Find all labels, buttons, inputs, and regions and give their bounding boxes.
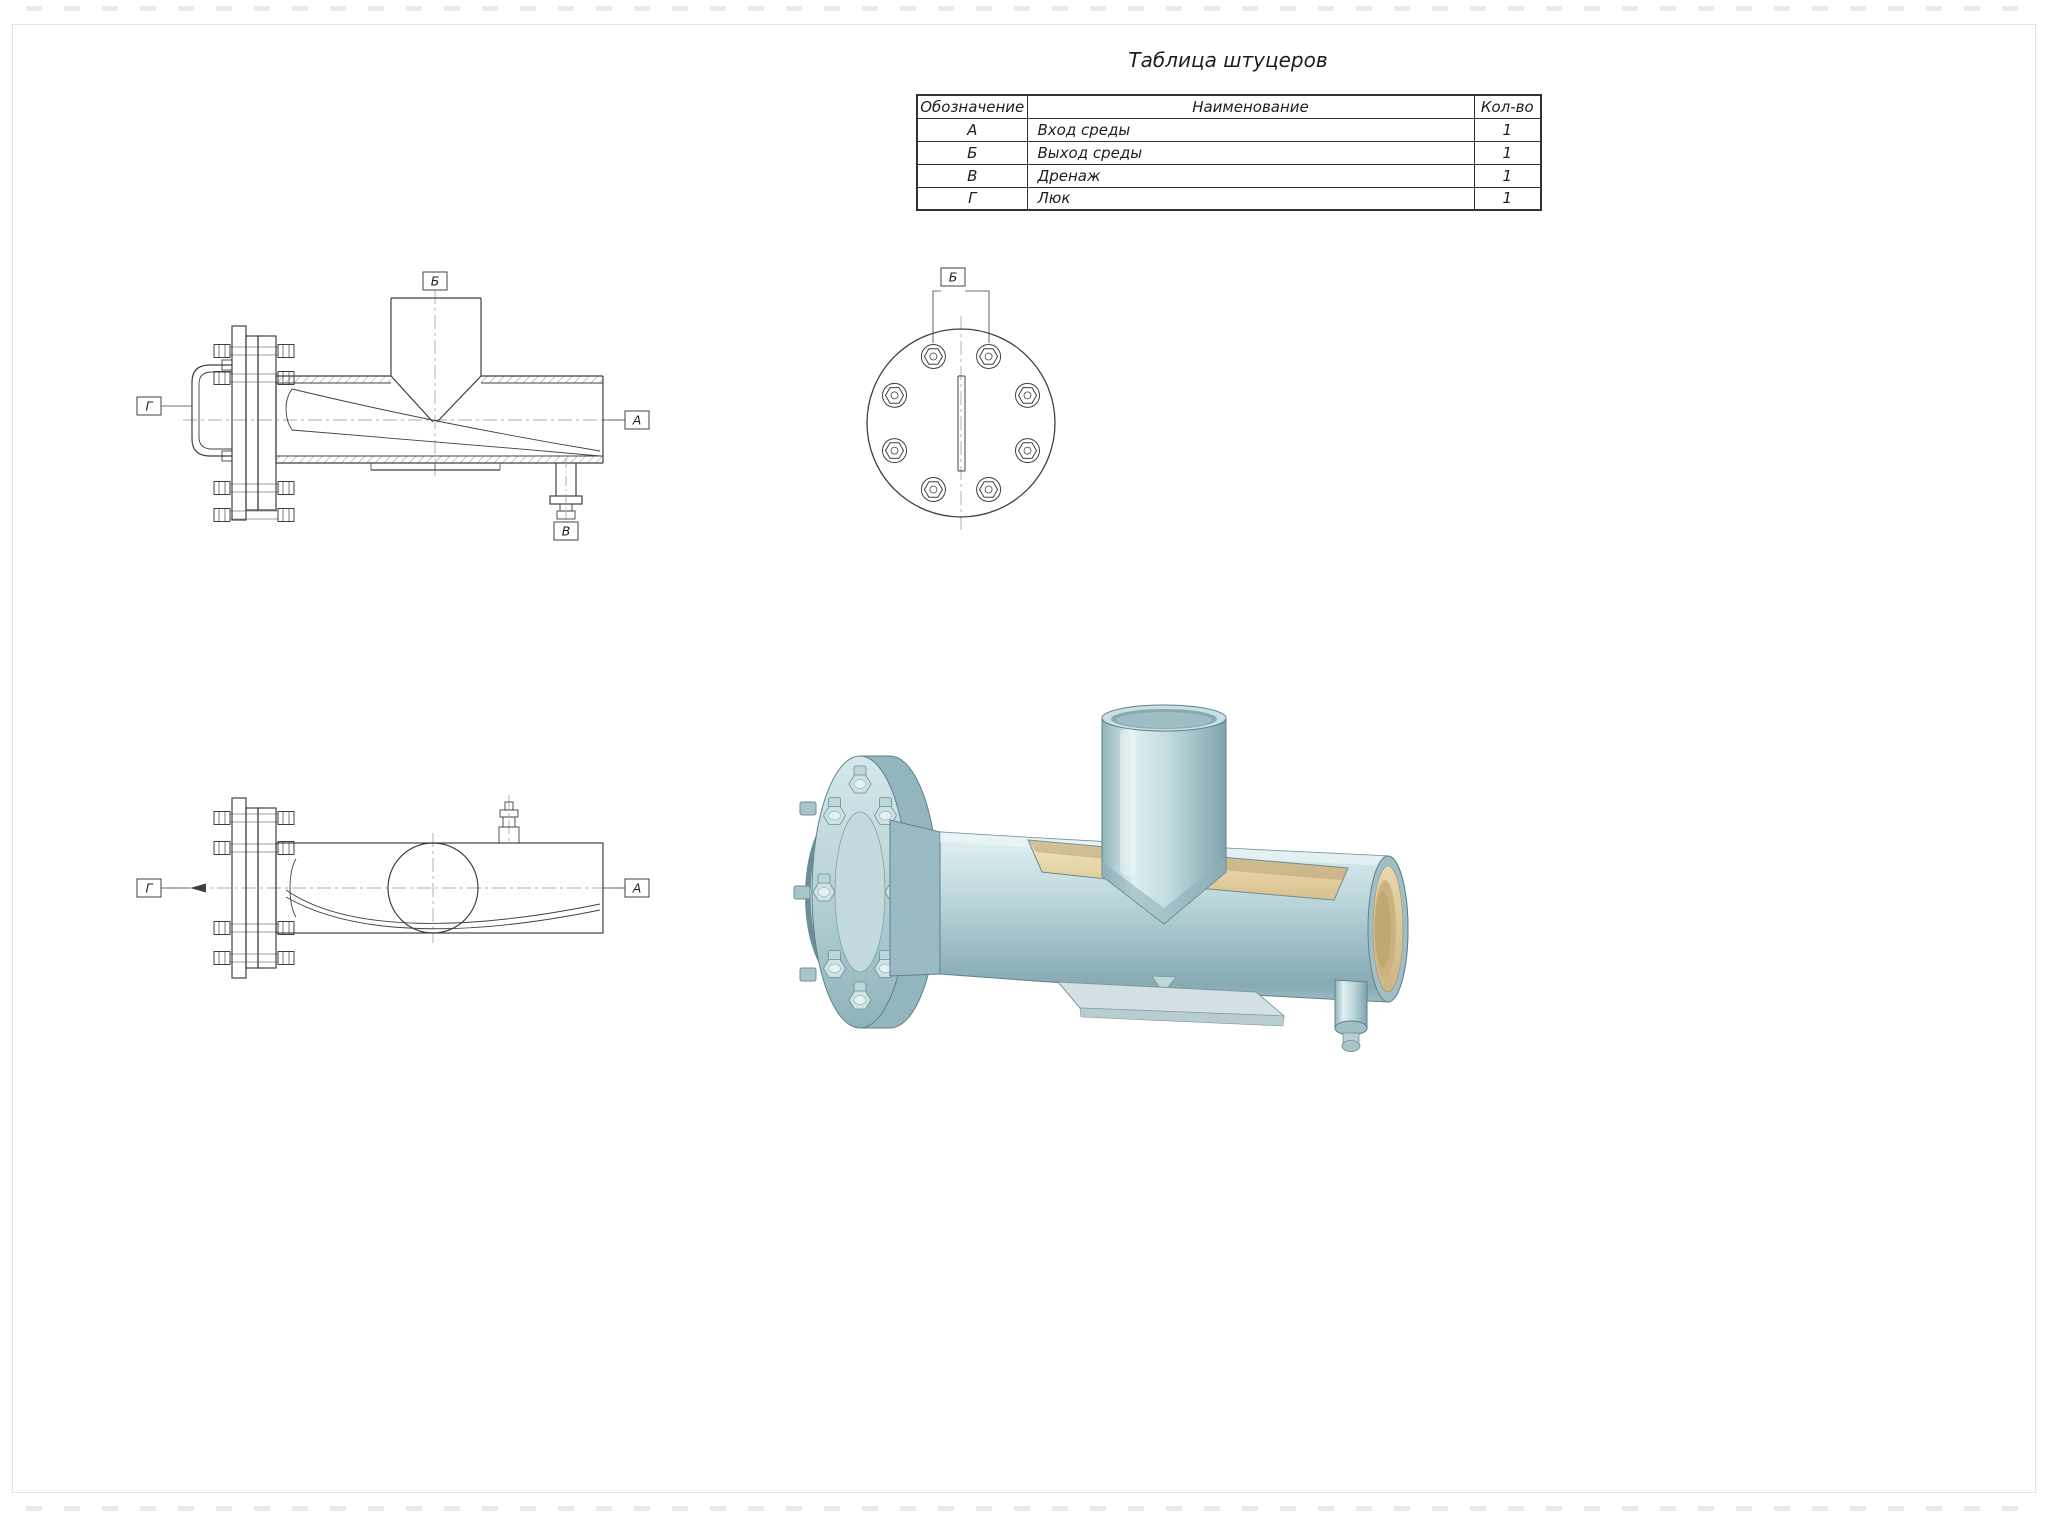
label-text: В <box>562 524 571 539</box>
cell-name: Вход среды <box>1026 117 1475 142</box>
cell-qty: 1 <box>1473 117 1542 142</box>
drain-nozzle <box>549 458 583 520</box>
label-text: Г <box>146 399 154 414</box>
cell-name: Люк <box>1026 186 1475 211</box>
centerlines <box>142 795 633 943</box>
vessel-body <box>275 375 604 464</box>
table-title: Таблица штуцеров <box>1128 48 1328 72</box>
flange-bolts <box>213 343 295 523</box>
col-header-qty: Кол-во <box>1473 94 1542 119</box>
label-outlet-b: Б <box>940 267 966 287</box>
table-row: Г Люк 1 <box>916 186 1542 211</box>
label-text: Б <box>431 274 440 289</box>
label-text: А <box>632 881 642 896</box>
sheet-border <box>12 24 2036 1493</box>
plan-view: Г А <box>136 795 650 979</box>
cell-name: Дренаж <box>1026 163 1475 188</box>
outlet-nozzle-funnel <box>390 297 482 423</box>
leader-b <box>932 290 990 343</box>
drain-fitting-top <box>498 801 520 844</box>
cell-qty: 1 <box>1473 140 1542 165</box>
sight-slot <box>957 375 966 472</box>
render-drain <box>1334 979 1368 1052</box>
davit-handle <box>191 359 233 462</box>
label-text: А <box>632 413 642 428</box>
cell-designation: Г <box>916 186 1028 211</box>
cell-name: Выход среды <box>1026 140 1475 165</box>
cell-qty: 1 <box>1473 163 1542 188</box>
render-far-nuts <box>793 801 817 982</box>
label-inlet-a: А <box>624 878 650 898</box>
cell-designation: Б <box>916 140 1028 165</box>
col-header-name: Наименование <box>1026 94 1475 119</box>
render-open-end <box>1367 855 1409 1003</box>
label-text: Г <box>146 881 154 896</box>
base-plate-edge <box>370 463 501 471</box>
col-header-designation: Обозначение <box>916 94 1028 119</box>
nozzle-table: Обозначение Наименование Кол-во А Вход с… <box>916 94 1542 211</box>
label-outlet-b: Б <box>422 271 448 291</box>
label-manhole-g: Г <box>136 396 162 416</box>
outlet-opening <box>387 842 479 934</box>
cell-designation: А <box>916 117 1028 142</box>
table-row: Б Выход среды 1 <box>916 140 1542 165</box>
table-row: А Вход среды 1 <box>916 117 1542 142</box>
flange-outline <box>866 328 1056 518</box>
flange-end-view: Б <box>866 267 1056 530</box>
label-text: Б <box>949 270 958 285</box>
top-perforation-strip <box>26 6 2022 11</box>
side-section-view: Б Г А В <box>136 271 650 541</box>
cell-designation: В <box>916 163 1028 188</box>
render-base-plate <box>1056 975 1286 1027</box>
label-drain-v: В <box>553 521 579 541</box>
cell-qty: 1 <box>1473 186 1542 211</box>
render-reducer <box>889 819 941 977</box>
flange-stack <box>231 797 277 979</box>
section-arrow <box>190 883 206 893</box>
table-row: В Дренаж 1 <box>916 163 1542 188</box>
isometric-render <box>793 704 1409 1052</box>
render-nozzle <box>1101 704 1227 925</box>
label-inlet-a: А <box>624 410 650 430</box>
bottom-perforation-strip <box>26 1506 2022 1511</box>
flange-stack <box>231 325 277 521</box>
table-header-row: Обозначение Наименование Кол-во <box>916 94 1542 119</box>
label-manhole-g: Г <box>136 878 162 898</box>
centerlines <box>183 290 628 476</box>
